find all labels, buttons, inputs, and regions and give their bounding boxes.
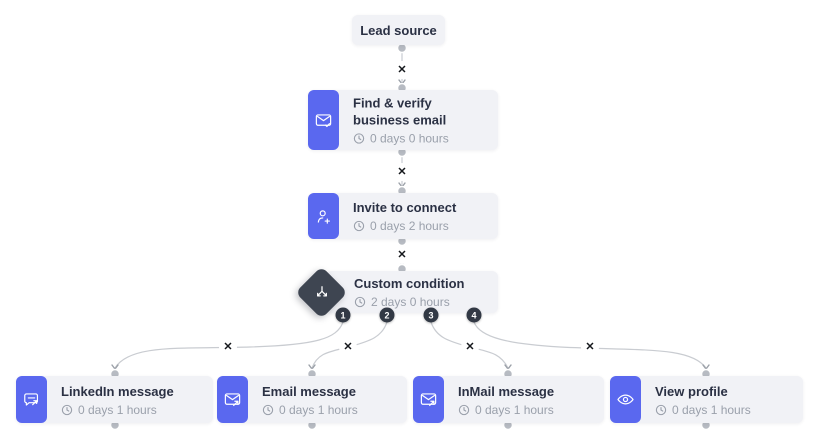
- node-inmail-message[interactable]: InMail message 0 days 1 hours: [413, 376, 604, 423]
- clock-icon: [353, 133, 365, 144]
- clock-icon: [353, 220, 365, 232]
- node-duration: 0 days 1 hours: [458, 403, 554, 417]
- duration-text: 0 days 1 hours: [279, 402, 358, 417]
- node-custom-condition[interactable]: Custom condition 2 days 0 hours: [326, 271, 498, 313]
- remove-connector-button[interactable]: ✕: [393, 246, 411, 264]
- branch-handle-1[interactable]: 1: [335, 307, 351, 323]
- remove-connector-button[interactable]: ✕: [581, 338, 599, 356]
- node-title: Lead source: [360, 22, 437, 38]
- duration-text: 0 days 0 hours: [370, 131, 449, 146]
- clock-icon: [61, 404, 73, 415]
- node-invite-to-connect[interactable]: Invite to connect 0 days 2 hours: [308, 193, 498, 239]
- branch-handle-2[interactable]: 2: [379, 307, 395, 323]
- clock-icon: [262, 404, 274, 415]
- node-duration: 0 days 0 hours: [353, 132, 465, 146]
- clock-icon: [655, 404, 667, 415]
- node-title: Invite to connect: [353, 200, 457, 215]
- node-duration: 0 days 1 hours: [61, 403, 174, 417]
- node-linkedin-message[interactable]: LinkedIn message 0 days 1 hours: [16, 376, 213, 423]
- duration-text: 0 days 2 hours: [370, 219, 449, 233]
- node-title: Custom condition: [354, 276, 465, 291]
- duration-text: 0 days 1 hours: [78, 402, 157, 417]
- node-duration: 0 days 2 hours: [353, 219, 456, 233]
- node-duration: 2 days 0 hours: [354, 295, 465, 309]
- duration-text: 0 days 1 hours: [672, 402, 751, 417]
- remove-connector-button[interactable]: ✕: [339, 338, 357, 356]
- node-view-profile[interactable]: View profile 0 days 1 hours: [610, 376, 803, 423]
- clock-icon: [354, 296, 366, 308]
- chat-arrow-icon: [16, 376, 47, 423]
- clock-icon: [458, 404, 470, 415]
- eye-icon: [610, 376, 641, 423]
- envelope-arrow-icon: [413, 376, 444, 423]
- remove-connector-button[interactable]: ✕: [393, 61, 411, 79]
- person-plus-icon: [308, 193, 339, 239]
- node-duration: 0 days 1 hours: [262, 403, 358, 417]
- branch-handle-4[interactable]: 4: [466, 307, 482, 323]
- node-title: View profile: [655, 383, 728, 399]
- envelope-arrow-icon: [217, 376, 248, 423]
- node-title: Find & verify business email: [353, 95, 447, 128]
- remove-connector-button[interactable]: ✕: [219, 338, 237, 356]
- envelope-check-icon: [308, 90, 339, 150]
- remove-connector-button[interactable]: ✕: [461, 338, 479, 356]
- duration-text: 2 days 0 hours: [371, 295, 450, 309]
- node-lead-source[interactable]: Lead source: [352, 15, 445, 45]
- branch-handle-3[interactable]: 3: [423, 307, 439, 323]
- node-duration: 0 days 1 hours: [655, 403, 751, 417]
- node-title: InMail message: [458, 383, 555, 399]
- node-title: Email message: [262, 383, 356, 399]
- duration-text: 0 days 1 hours: [475, 402, 554, 417]
- node-find-verify-email[interactable]: Find & verify business email 0 days 0 ho…: [308, 90, 498, 150]
- node-title: LinkedIn message: [61, 383, 174, 399]
- remove-connector-button[interactable]: ✕: [393, 163, 411, 181]
- node-email-message[interactable]: Email message 0 days 1 hours: [217, 376, 407, 423]
